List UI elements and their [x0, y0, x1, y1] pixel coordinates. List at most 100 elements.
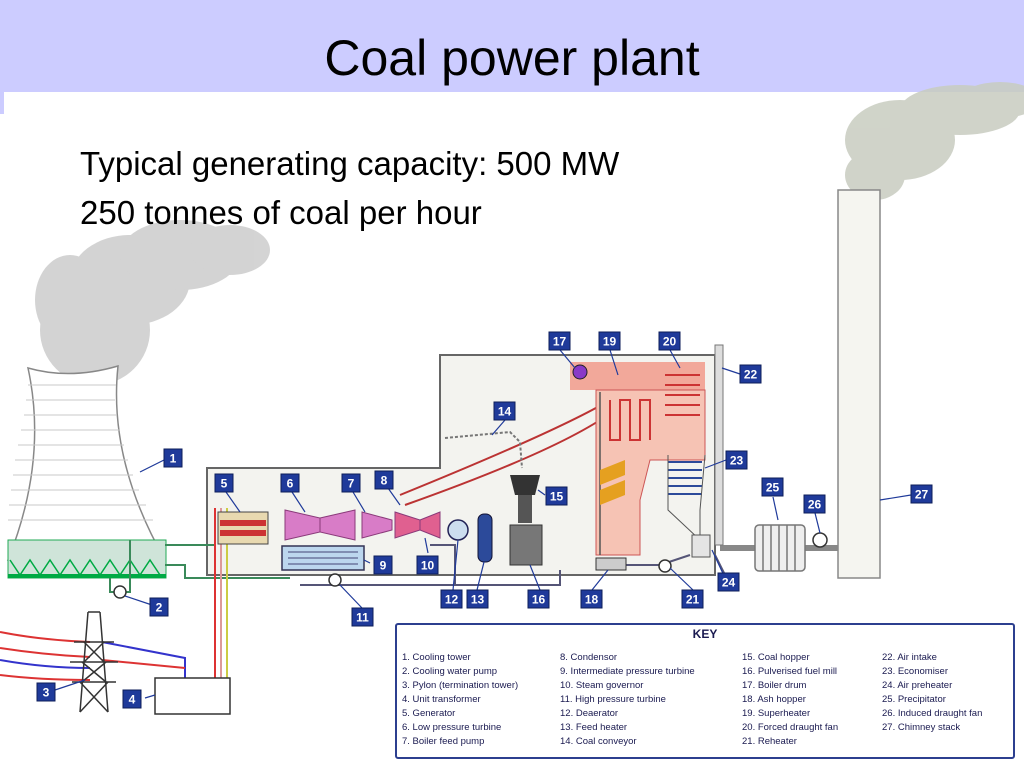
callout-label: 3: [43, 686, 50, 700]
pylon: [70, 611, 118, 713]
key-item: 8. Condensor: [560, 652, 617, 663]
key-item: 24. Air preheater: [882, 680, 952, 691]
callout-7: 7: [341, 473, 361, 493]
capacity-line: Typical generating capacity: 500 MW: [80, 145, 620, 182]
key-item: 27. Chimney stack: [882, 722, 960, 733]
callout-6: 6: [280, 473, 300, 493]
callout-label: 8: [381, 474, 388, 488]
callout-label: 12: [445, 593, 459, 607]
key-item: 6. Low pressure turbine: [402, 722, 501, 733]
coal-hopper: [510, 475, 540, 523]
key-item: 17. Boiler drum: [742, 680, 807, 691]
callout-21: 21: [681, 589, 704, 609]
callout-13: 13: [466, 589, 489, 609]
key-item: 15. Coal hopper: [742, 652, 810, 663]
key-item: 4. Unit transformer: [402, 694, 481, 705]
callout-25: 25: [761, 477, 784, 497]
boiler-feed-pump: [328, 573, 342, 587]
callout-24: 24: [717, 572, 740, 592]
callout-16: 16: [527, 589, 550, 609]
callout-19: 19: [598, 331, 621, 351]
key-item: 1. Cooling tower: [402, 652, 471, 663]
callout-label: 1: [170, 452, 177, 466]
title-banner-edge: [0, 92, 4, 114]
callout-label: 23: [730, 454, 744, 468]
forced-draught-fan: [658, 559, 672, 573]
callout-4: 4: [122, 689, 142, 709]
callout-8: 8: [374, 470, 394, 490]
feed-heater: [477, 513, 493, 563]
callout-label: 2: [156, 601, 163, 615]
key-item: 23. Economiser: [882, 666, 948, 677]
callout-label: 19: [603, 335, 617, 349]
callout-label: 18: [585, 593, 599, 607]
key-heading: KEY: [693, 627, 718, 641]
key-item: 3. Pylon (termination tower): [402, 680, 518, 691]
key-item: 14. Coal conveyor: [560, 736, 637, 747]
key-item: 26. Induced draught fan: [882, 708, 982, 719]
callout-14: 14: [493, 401, 516, 421]
chimney-stack: [837, 189, 881, 579]
key-item: 16. Pulverised fuel mill: [742, 666, 837, 677]
coal-conveyor: [444, 430, 523, 469]
callout-3: 3: [36, 682, 56, 702]
callout-leaders: [54, 349, 912, 699]
callout-23: 23: [725, 450, 748, 470]
callout-5: 5: [214, 473, 234, 493]
callout-label: 4: [129, 693, 136, 707]
pulverised-fuel-mill: [509, 524, 543, 566]
callout-label: 6: [287, 477, 294, 491]
callout-2: 2: [149, 597, 169, 617]
callout-label: 7: [348, 477, 355, 491]
generator: [217, 511, 269, 545]
key-box: KEY: [395, 623, 1015, 759]
callout-18: 18: [580, 589, 603, 609]
key-item: 7. Boiler feed pump: [402, 736, 484, 747]
title-banner: [0, 0, 1024, 92]
air-intake: [714, 344, 724, 546]
callout-22: 22: [739, 364, 762, 384]
key-item: 2. Cooling water pump: [402, 666, 497, 677]
callout-12: 12: [440, 589, 463, 609]
callout-label: 24: [722, 576, 736, 590]
cooling-tower-steam: [35, 220, 270, 385]
callout-label: 20: [663, 335, 677, 349]
turbines: [284, 509, 441, 541]
callout-17: 17: [548, 331, 571, 351]
callout-label: 14: [498, 405, 512, 419]
callout-label: 11: [356, 611, 369, 625]
callout-20: 20: [658, 331, 681, 351]
key-item: 18. Ash hopper: [742, 694, 806, 705]
chimney-smoke: [845, 82, 1024, 200]
key-item: 5. Generator: [402, 708, 455, 719]
coal-rate-line: 250 tonnes of coal per hour: [80, 194, 482, 231]
callout-label: 10: [421, 559, 435, 573]
callout-label: 5: [221, 477, 228, 491]
callout-9: 9: [373, 555, 393, 575]
key-items: 1. Cooling tower 2. Cooling water pump 3. …: [402, 652, 982, 747]
callout-label: 17: [553, 335, 567, 349]
key-item: 9. Intermediate pressure turbine: [560, 666, 695, 677]
deaerator: [447, 519, 469, 541]
key-item: 25. Precipitator: [882, 694, 946, 705]
condenser: [281, 545, 365, 571]
callout-15: 15: [545, 486, 568, 506]
callout-label: 21: [686, 593, 700, 607]
callout-11: 11: [351, 607, 374, 627]
key-item: 21. Reheater: [742, 736, 797, 747]
air-preheater: [691, 534, 711, 558]
precipitator: [754, 524, 806, 572]
callout-26: 26: [803, 494, 826, 514]
cooling-water-pump: [113, 585, 127, 599]
callout-label: 26: [808, 498, 822, 512]
page-title: Coal power plant: [324, 30, 700, 86]
unit-transformer: [154, 677, 231, 715]
key-item: 10. Steam governor: [560, 680, 643, 691]
callout-label: 27: [915, 488, 929, 502]
key-item: 22. Air intake: [882, 652, 937, 663]
key-item: 11. High pressure turbine: [560, 694, 666, 705]
callout-label: 15: [550, 490, 564, 504]
cooling-tower: [6, 364, 167, 579]
callout-27: 27: [910, 484, 933, 504]
